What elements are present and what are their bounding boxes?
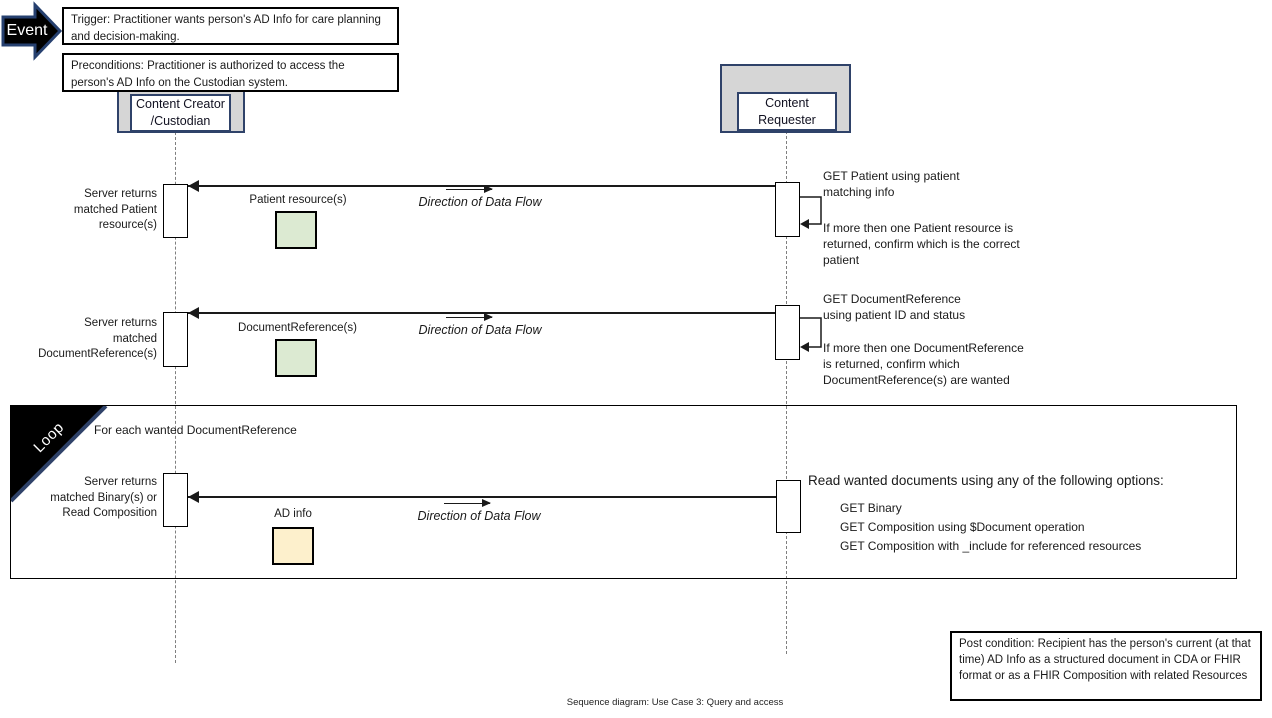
activation-creator-2 [163,312,188,367]
trigger-note: Trigger: Practitioner wants person's AD … [62,7,399,45]
preconditions-note: Preconditions: Practitioner is authorize… [62,53,399,92]
payload-label-1: Patient resource(s) [249,194,347,206]
payload-box-ad-info [272,527,314,565]
direction-label-1: Direction of Data Flow [418,195,542,209]
loop-condition: For each wanted DocumentReference [94,423,297,437]
event-arrow-icon [1,1,63,61]
direction-label-3: Direction of Data Flow [417,509,541,523]
server-return-label-2: Server returns matched DocumentReference… [38,317,157,360]
post-condition-note: Post condition: Recipient has the person… [950,631,1262,701]
message-arrow-2 [188,307,775,319]
event-label: Event [6,22,48,39]
arrowhead-left-icon [188,307,199,319]
request-text-3: Read wanted documents using any of the f… [808,473,1164,488]
note-text-1: If more then one Patient resource is ret… [823,221,1020,267]
direction-arrow-icon-3 [444,499,491,507]
message-arrow-3 [188,491,776,503]
payload-box-documentreference [275,339,317,377]
request-text-1: GET Patient using patient matching info [823,169,960,199]
self-message-arrow-2 [800,317,822,352]
loop-corner-triangle [11,406,108,503]
note-text-2: If more then one DocumentReference is re… [823,341,1024,387]
payload-label-3: AD info [274,508,312,520]
option-get-binary: GET Binary [840,501,902,515]
direction-arrow-icon-2 [446,313,493,321]
payload-label-2: DocumentReference(s) [238,322,357,334]
activation-requester-1 [775,182,800,237]
option-get-composition-document: GET Composition using $Document operatio… [840,520,1085,534]
activation-creator-1 [163,184,188,238]
activation-requester-3 [776,480,801,533]
lifeline-content-requester [786,131,787,654]
direction-label-2: Direction of Data Flow [418,323,542,337]
actor-content-requester: Content Requester [737,92,837,131]
request-options-3: GET Binary GET Composition using $Docume… [840,499,1141,556]
activation-requester-2 [775,305,800,360]
lifeline-content-creator [175,132,176,663]
loop-frame [10,405,1237,579]
message-arrow-1 [188,180,775,192]
activation-creator-3 [163,473,188,527]
arrowhead-left-icon [188,180,199,192]
actor-content-creator: Content Creator /Custodian [130,94,231,132]
server-return-label-1: Server returns matched Patient resource(… [73,188,157,231]
arrowhead-left-icon [188,491,199,503]
self-message-arrow-1 [800,196,822,229]
direction-arrow-icon-1 [446,185,493,193]
option-get-composition-include: GET Composition with _include for refere… [840,539,1142,553]
request-text-2: GET DocumentReference using patient ID a… [823,292,966,322]
diagram-caption: Sequence diagram: Use Case 3: Query and … [566,697,784,708]
server-return-label-3: Server returns matched Binary(s) or Read… [50,476,157,519]
payload-box-patient [275,211,317,249]
